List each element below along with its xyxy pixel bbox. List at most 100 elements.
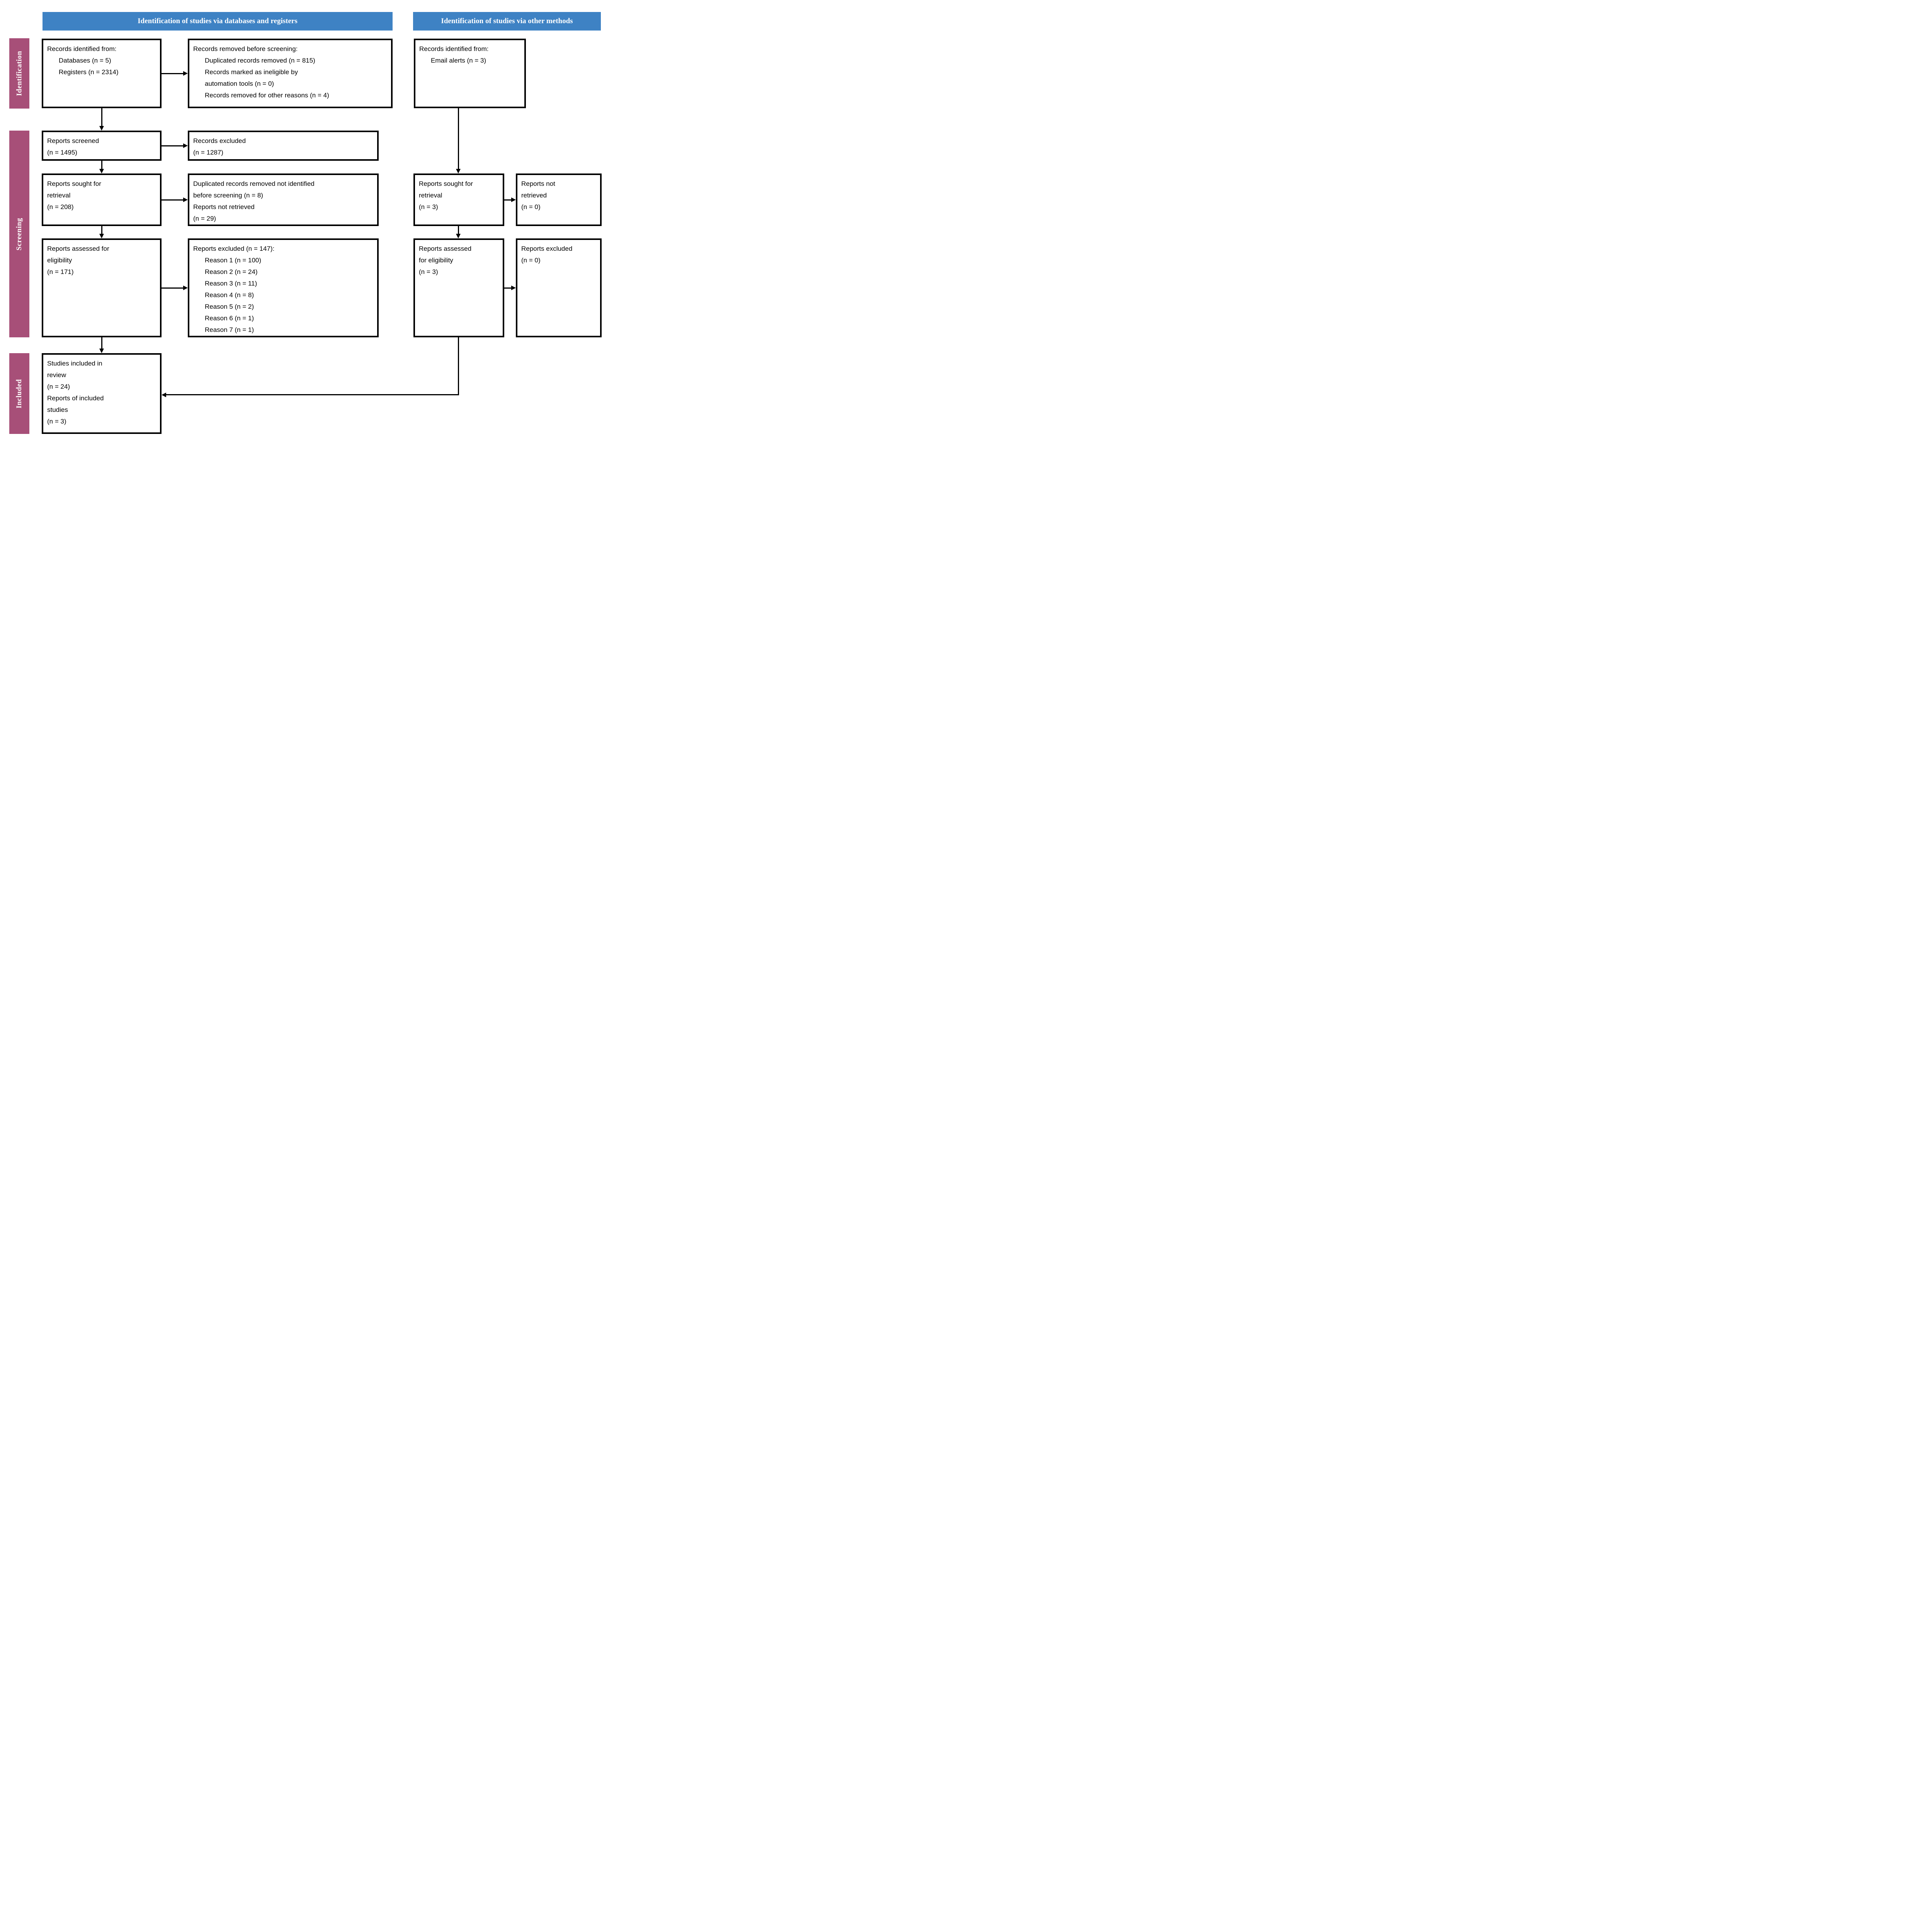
box-duplicates-not-identified: Duplicated records removed not identifie… [188,173,379,226]
arrowhead-identified-to-screened [99,126,104,131]
box-line: Records marked as ineligible by [205,68,298,76]
box-line: Reports sought for [419,180,473,187]
box-line: Duplicated records removed (n = 815) [205,57,315,64]
box-line: (n = 3) [419,268,438,276]
box-line: Duplicated records removed not identifie… [193,180,315,187]
arrowhead-email-to-sought-other [456,169,461,173]
arrow-assessed-to-included [101,337,102,349]
box-line: Reports not [521,180,555,187]
box-line: Reports assessed for [47,245,109,252]
box-line: Records identified from: [419,45,489,53]
box-line: Reports of included [47,395,104,402]
box-line: Reason 1 (n = 100) [205,257,262,264]
arrowhead-assessed-to-excluded-reasons [183,286,188,290]
box-line: Reports assessed [419,245,472,252]
header-other-methods: Identification of studies via other meth… [413,12,601,31]
box-line: (n = 208) [47,203,74,211]
box-reports-excluded-other: Reports excluded (n = 0) [516,238,602,337]
arrowhead-assessed-other-to-excluded-other [511,286,516,290]
arrow-screened-to-sought [101,161,102,169]
arrowhead-sought-to-assessed [99,234,104,238]
box-line: automation tools (n = 0) [205,80,274,87]
box-line: Reports screened [47,137,99,145]
box-line: (n = 171) [47,268,74,276]
box-line: Reason 2 (n = 24) [205,268,258,276]
box-line: Records removed for other reasons (n = 4… [205,92,329,99]
arrowhead-sought-other-to-assessed-other [456,234,461,238]
box-line: (n = 1495) [47,149,77,156]
box-records-removed-before-screening: Records removed before screening: Duplica… [188,39,393,108]
arrow-screened-to-excluded [162,145,183,146]
box-line: (n = 3) [419,203,438,211]
arrow-assessed-other-to-excluded-other [504,287,511,289]
stage-screening-label: Screening [15,218,23,250]
arrowhead-into-studies-included [162,393,166,397]
box-line: Reports excluded (n = 147): [193,245,275,252]
box-reports-assessed-other: Reports assessed for eligibility (n = 3) [413,238,504,337]
arrow-email-to-sought-other [458,108,459,169]
stage-screening: Screening [9,131,29,337]
box-line: retrieval [419,192,442,199]
box-reports-excluded-reasons: Reports excluded (n = 147): Reason 1 (n =… [188,238,379,337]
arrow-assessed-other-down-segment [458,337,459,395]
box-line: (n = 29) [193,215,216,222]
box-line: Records excluded [193,137,246,145]
box-line: Reason 6 (n = 1) [205,315,254,322]
arrow-identified-to-screened [101,108,102,126]
box-line: Reason 3 (n = 11) [205,280,257,287]
arrowhead-screened-to-sought [99,169,104,173]
header-databases-registers: Identification of studies via databases … [43,12,393,31]
arrow-sought-other-to-not-retrieved [504,199,511,201]
box-line: Email alerts (n = 3) [431,57,486,64]
box-line: Records identified from: [47,45,117,53]
arrowhead-sought-to-duplicates [183,197,188,202]
box-line: (n = 3) [47,418,66,425]
box-line: Reports sought for [47,180,101,187]
stage-included: Included [9,353,29,434]
arrow-assessed-to-excluded-reasons [162,287,183,289]
box-line: (n = 1287) [193,149,223,156]
arrow-assessed-other-left-segment [166,394,459,395]
stage-included-label: Included [15,379,23,408]
header-databases-registers-label: Identification of studies via databases … [138,17,298,25]
box-line: retrieved [521,192,547,199]
arrow-identified-to-removed [162,73,183,74]
prisma-flow-diagram: Identification of studies via databases … [0,0,604,453]
box-line: retrieval [47,192,71,199]
box-line: review [47,371,66,379]
box-line: Registers (n = 2314) [59,68,119,76]
box-line: Reason 5 (n = 2) [205,303,254,310]
box-line: (n = 0) [521,257,541,264]
stage-identification: Identification [9,38,29,109]
arrowhead-identified-to-removed [183,71,188,76]
box-reports-sought: Reports sought for retrieval (n = 208) [42,173,162,226]
arrowhead-sought-other-to-not-retrieved [511,197,516,202]
box-reports-screened: Reports screened (n = 1495) [42,131,162,161]
header-other-methods-label: Identification of studies via other meth… [441,17,573,25]
arrow-sought-to-assessed [101,226,102,234]
box-line: Reason 4 (n = 8) [205,291,254,299]
box-studies-included: Studies included in review (n = 24) Reports… [42,353,162,434]
arrow-sought-other-to-assessed-other [458,226,459,234]
box-line: for eligibility [419,257,453,264]
arrowhead-screened-to-excluded [183,143,188,148]
arrow-sought-to-duplicates [162,199,183,201]
box-line: Reports not retrieved [193,203,255,211]
stage-identification-label: Identification [15,51,23,96]
box-line: Reports excluded [521,245,573,252]
box-records-identified-other: Records identified from: Email alerts (n … [414,39,526,108]
box-records-identified: Records identified from: Databases (n = 5… [42,39,162,108]
box-line: (n = 24) [47,383,70,390]
box-line: studies [47,406,68,413]
box-reports-sought-other: Reports sought for retrieval (n = 3) [413,173,504,226]
box-line: Studies included in [47,360,102,367]
box-reports-not-retrieved: Reports not retrieved (n = 0) [516,173,602,226]
arrowhead-assessed-to-included [99,349,104,353]
box-line: Databases (n = 5) [59,57,111,64]
box-line: Reason 7 (n = 1) [205,326,254,333]
box-line: Records removed before screening: [193,45,298,53]
box-line: (n = 0) [521,203,541,211]
box-line: before screening (n = 8) [193,192,263,199]
box-records-excluded: Records excluded (n = 1287) [188,131,379,161]
